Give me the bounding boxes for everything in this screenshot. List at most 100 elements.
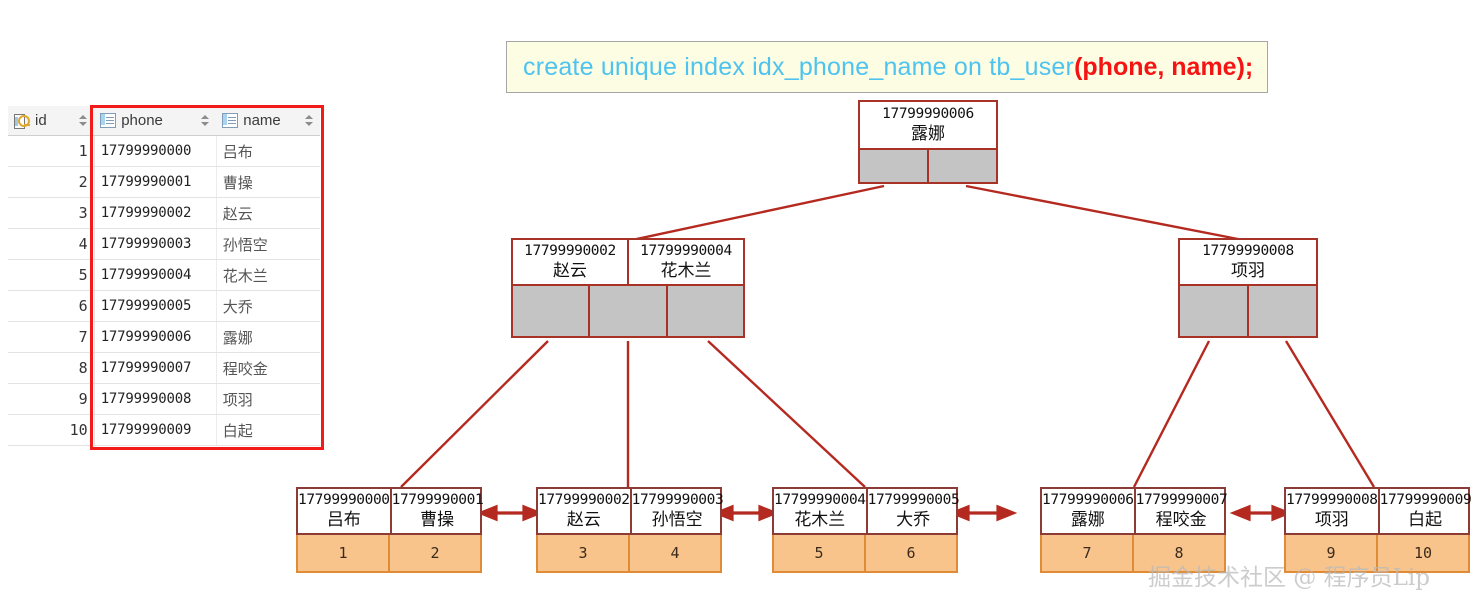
sort-arrows-icon[interactable] xyxy=(201,114,210,127)
node-key-name: 花木兰 xyxy=(660,261,712,281)
node-pointer-cell xyxy=(588,286,666,336)
cell-name: 花木兰 xyxy=(215,259,320,291)
sql-statement-banner: create unique index idx_phone_name on tb… xyxy=(506,41,1268,93)
cell-phone: 17799990003 xyxy=(93,228,217,260)
node-key-phone: 17799990007 xyxy=(1135,491,1228,508)
cell-phone: 17799990008 xyxy=(93,383,217,415)
node-pointer-cell xyxy=(513,286,589,336)
node-key-phone: 17799990001 xyxy=(391,491,484,508)
node-key-name: 项羽 xyxy=(1231,261,1265,281)
node-pointer-row xyxy=(1178,286,1318,338)
edge-internal2-to-leaf5 xyxy=(1284,340,1376,488)
node-key-name: 孙悟空 xyxy=(651,510,703,530)
cell-name: 程咬金 xyxy=(215,352,320,384)
sql-statement-columns: (phone, name); xyxy=(1074,52,1254,81)
primary-key-icon xyxy=(14,114,30,129)
edge-internal1-to-leaf3 xyxy=(707,340,866,488)
watermark: 掘金技术社区 @ 程序员Lip xyxy=(1148,565,1430,591)
leaf-link-arrow xyxy=(712,504,780,522)
sql-statement-text: create unique index idx_phone_name on tb… xyxy=(523,52,1075,81)
cell-phone: 17799990009 xyxy=(93,414,217,446)
node-key-cell: 17799990008 项羽 xyxy=(1286,489,1378,533)
cell-phone: 17799990000 xyxy=(93,135,217,167)
node-key-phone: 17799990002 xyxy=(524,242,616,259)
column-header-name-label: name xyxy=(243,112,281,129)
cell-id: 10 xyxy=(8,414,95,446)
cell-phone: 17799990005 xyxy=(93,290,217,322)
edge-internal2-to-leaf4 xyxy=(1132,340,1211,488)
sort-arrows-icon[interactable] xyxy=(305,114,314,127)
node-key-name: 露娜 xyxy=(911,124,945,144)
node-key-name: 大乔 xyxy=(896,510,931,530)
column-header-phone-label: phone xyxy=(121,112,163,129)
node-key-name: 白起 xyxy=(1408,510,1443,530)
cell-phone: 17799990002 xyxy=(93,197,217,229)
node-key-name: 赵云 xyxy=(553,261,587,281)
cell-id: 5 xyxy=(8,259,95,291)
cell-id: 4 xyxy=(8,228,95,260)
column-header-id[interactable]: id xyxy=(8,106,95,136)
node-key-cell: 17799990005 大乔 xyxy=(865,489,960,533)
cell-id: 1 xyxy=(8,135,95,167)
node-pointer-cell xyxy=(1180,286,1247,336)
column-header-phone[interactable]: phone xyxy=(94,106,217,136)
btree-internal-node-left: 17799990002 赵云 17799990004 花木兰 xyxy=(511,238,745,338)
node-pointer-cell xyxy=(927,150,996,182)
node-key-name: 项羽 xyxy=(1314,510,1349,530)
cell-name: 项羽 xyxy=(215,383,320,415)
node-key-phone: 17799990004 xyxy=(640,242,732,259)
column-header-id-label: id xyxy=(35,112,47,129)
node-key-phone: 17799990008 xyxy=(1286,491,1378,508)
cell-id: 8 xyxy=(8,352,95,384)
node-key-phone: 17799990005 xyxy=(867,491,960,508)
node-key-name: 曹操 xyxy=(420,510,455,530)
leaf-link-arrow xyxy=(476,504,544,522)
leaf-link-arrow xyxy=(1229,504,1293,522)
cell-phone: 17799990007 xyxy=(93,352,217,384)
node-key-name: 赵云 xyxy=(566,510,601,530)
column-header-name[interactable]: name xyxy=(216,106,320,136)
cell-id: 3 xyxy=(8,197,95,229)
node-key-phone: 17799990006 xyxy=(1042,491,1134,508)
sort-arrows-icon[interactable] xyxy=(79,114,88,127)
leaf-link-arrow xyxy=(948,504,1018,522)
leaf-id-cell: 10 xyxy=(1376,535,1468,571)
edge-root-to-right-internal xyxy=(965,184,1244,242)
edge-root-to-left-internal xyxy=(631,184,885,242)
user-data-table: id phone name xyxy=(8,106,320,446)
cell-phone: 17799990006 xyxy=(93,321,217,353)
cell-name: 露娜 xyxy=(215,321,320,353)
node-key-phone: 17799990004 xyxy=(774,491,866,508)
